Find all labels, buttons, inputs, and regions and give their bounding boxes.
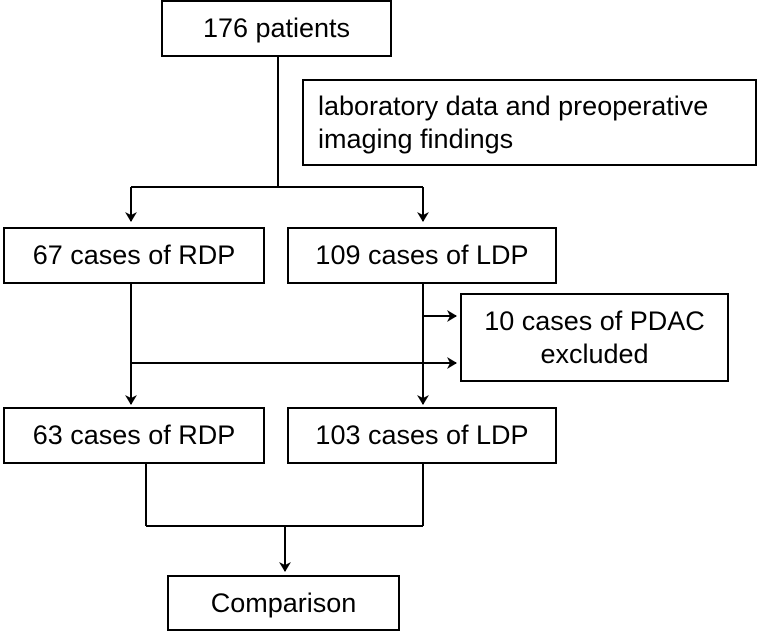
excluded-box: 10 cases of PDAC excluded <box>460 293 729 382</box>
note-line-2: imaging findings <box>318 123 514 154</box>
rdp-initial-label: 67 cases of RDP <box>32 240 236 270</box>
ldp-initial-box: 109 cases of LDP <box>287 227 557 284</box>
excluded-line-1: 10 cases of PDAC <box>484 305 705 336</box>
rdp-initial-box: 67 cases of RDP <box>3 227 265 284</box>
comparison-label: Comparison <box>210 587 357 618</box>
excluded-line-2: excluded <box>540 338 649 369</box>
total-patients-label: 176 patients <box>202 13 351 43</box>
ldp-final-label: 103 cases of LDP <box>315 420 529 450</box>
rdp-final-box: 63 cases of RDP <box>3 407 265 464</box>
ldp-initial-label: 109 cases of LDP <box>315 240 529 270</box>
rdp-final-label: 63 cases of RDP <box>32 420 236 450</box>
comparison-box: Comparison <box>167 575 400 631</box>
total-patients-box: 176 patients <box>161 0 392 57</box>
ldp-final-box: 103 cases of LDP <box>287 407 557 464</box>
note-line-1: laboratory data and preoperative <box>318 90 709 121</box>
note-box: laboratory data and preoperative imaging… <box>302 79 757 166</box>
